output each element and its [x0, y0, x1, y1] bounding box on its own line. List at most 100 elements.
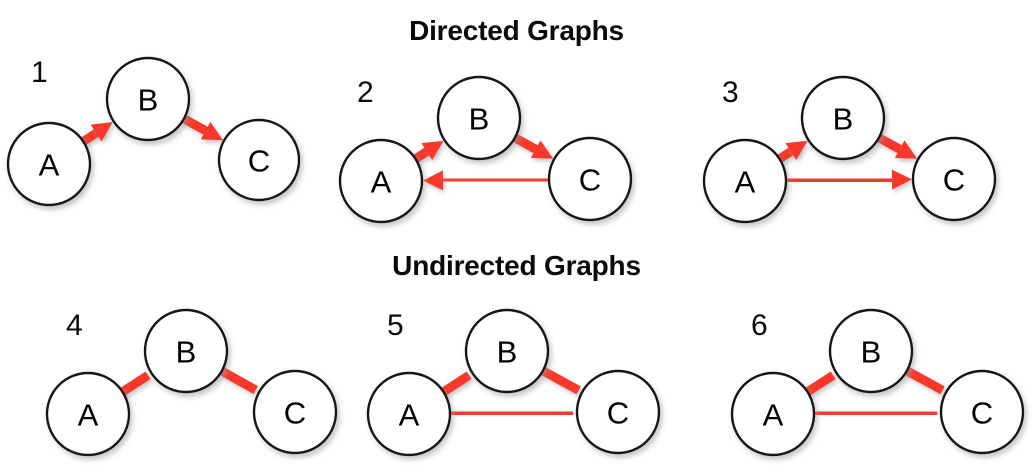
edge-line [217, 366, 258, 394]
node-label: C [248, 144, 270, 179]
node-label: A [78, 398, 99, 433]
node-label: C [284, 396, 306, 431]
node-circle[interactable] [575, 369, 661, 455]
node-circle[interactable] [45, 371, 131, 457]
node-circle[interactable] [366, 371, 452, 457]
node-5-C[interactable]: C [575, 369, 661, 455]
edge-line [118, 371, 151, 397]
node-circle[interactable] [702, 138, 788, 224]
edge-shaft [180, 113, 215, 139]
arrowhead-icon [891, 169, 913, 190]
node-circle[interactable] [338, 138, 424, 224]
node-5-A[interactable]: A [366, 371, 452, 457]
node-label: A [399, 398, 420, 433]
edge-3-B-C [875, 132, 918, 159]
node-6-B[interactable]: B [828, 308, 914, 394]
edge-line [539, 365, 581, 395]
node-circle[interactable] [464, 308, 550, 394]
arrowhead-icon [530, 140, 554, 159]
edge-6-B-C [903, 365, 945, 395]
edge-4-A-B [118, 371, 151, 397]
node-1-C[interactable]: C [217, 118, 301, 202]
node-6-A[interactable]: A [730, 371, 816, 457]
graph-number-2: 2 [357, 76, 374, 109]
node-circle[interactable] [105, 56, 191, 142]
node-label: A [763, 398, 784, 433]
node-circle[interactable] [6, 121, 92, 207]
arrowhead-icon [785, 140, 808, 160]
arrowhead-icon [422, 170, 444, 191]
edge-shaft [875, 132, 909, 157]
edge-1-A-B [79, 122, 113, 147]
edge-line [811, 407, 938, 419]
edge-shaft [775, 143, 800, 164]
edge-2-C-A [422, 170, 552, 191]
node-3-C[interactable]: C [911, 136, 997, 222]
graph-number-4: 4 [66, 309, 83, 342]
node-label: A [735, 165, 756, 200]
node-circle[interactable] [217, 118, 301, 202]
edge-4-B-C [217, 366, 258, 394]
edge-1-B-C [180, 113, 224, 141]
node-circle[interactable] [436, 75, 522, 161]
edge-2-B-C [511, 132, 554, 159]
node-label: B [833, 102, 854, 137]
edge-shaft [435, 174, 552, 185]
node-4-A[interactable]: A [45, 371, 131, 457]
node-label: A [39, 148, 60, 183]
edge-2-A-B [411, 140, 444, 164]
node-circle[interactable] [939, 369, 1025, 455]
edge-line [903, 365, 945, 395]
node-label: B [469, 102, 490, 137]
directed-graphs-title: Directed Graphs [409, 15, 624, 46]
undirected-graphs-title: Undirected Graphs [392, 250, 641, 281]
edge-shaft [411, 143, 436, 164]
node-circle[interactable] [800, 75, 886, 161]
arrowhead-icon [90, 122, 113, 142]
node-label: B [176, 335, 197, 370]
edge-3-A-C [783, 169, 913, 190]
node-circle[interactable] [252, 369, 338, 455]
node-circle[interactable] [730, 371, 816, 457]
node-label: A [371, 165, 392, 200]
node-label: B [497, 335, 518, 370]
edge-line [439, 371, 472, 397]
edge-6-A-C [811, 407, 938, 419]
edge-line [447, 407, 574, 419]
node-circle[interactable] [547, 136, 633, 222]
node-circle[interactable] [911, 136, 997, 222]
node-circle[interactable] [143, 308, 229, 394]
node-2-A[interactable]: A [338, 138, 424, 224]
arrowhead-icon [421, 140, 444, 160]
node-4-C[interactable]: C [252, 369, 338, 455]
node-label: C [607, 396, 629, 431]
node-3-A[interactable]: A [702, 138, 788, 224]
graph-number-3: 3 [722, 76, 739, 109]
graph-number-5: 5 [387, 309, 404, 342]
node-circle[interactable] [828, 308, 914, 394]
edge-shaft [511, 132, 545, 157]
node-1-B[interactable]: B [105, 56, 191, 142]
edge-shaft [79, 125, 105, 147]
node-3-B[interactable]: B [800, 75, 886, 161]
node-5-B[interactable]: B [464, 308, 550, 394]
node-label: C [579, 163, 601, 198]
nodes-group: A B C A B C A B C A B C A B C A B C [6, 56, 1025, 457]
edge-5-A-B [439, 371, 472, 397]
node-2-C[interactable]: C [547, 136, 633, 222]
node-label: B [861, 335, 882, 370]
node-6-C[interactable]: C [939, 369, 1025, 455]
node-1-A[interactable]: A [6, 121, 92, 207]
edge-5-B-C [539, 365, 581, 395]
node-2-B[interactable]: B [436, 75, 522, 161]
edge-shaft [783, 175, 900, 186]
node-4-B[interactable]: B [143, 308, 229, 394]
arrowhead-icon [200, 121, 224, 141]
edge-6-A-B [803, 371, 836, 397]
edge-3-A-B [775, 140, 808, 164]
edge-5-A-C [447, 407, 574, 419]
node-label: B [138, 83, 159, 118]
node-label: C [943, 163, 965, 198]
